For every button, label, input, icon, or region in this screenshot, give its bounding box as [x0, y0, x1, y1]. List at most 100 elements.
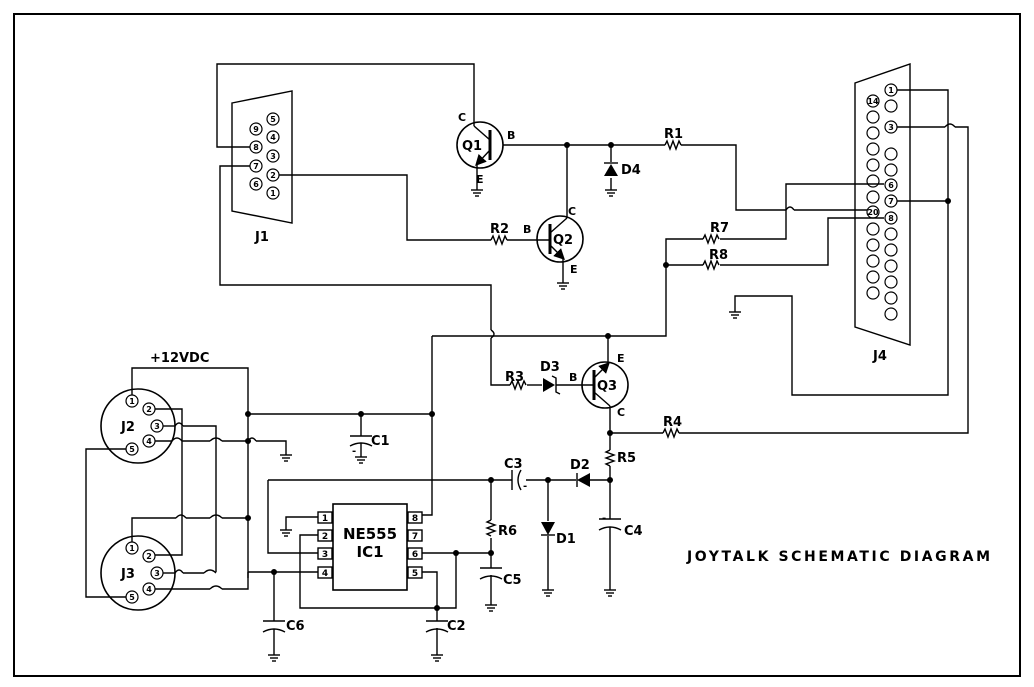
- j1-pin-5: 5: [266, 112, 280, 126]
- svg-text:4: 4: [270, 133, 276, 142]
- r6-label: R6: [498, 524, 517, 539]
- junctions: [245, 142, 951, 611]
- connector-j1: 5 9 4 8 3 7 2 6 1 J1: [231, 90, 293, 245]
- svg-text:3: 3: [888, 123, 894, 132]
- j4-pin-1: 1: [884, 83, 898, 97]
- svg-text:5: 5: [129, 445, 135, 454]
- svg-text:8: 8: [888, 214, 894, 223]
- r2-symbol: [490, 234, 508, 246]
- j2-pin-4: 4: [142, 434, 156, 448]
- j3-label: J3: [120, 567, 135, 582]
- r5-label: R5: [617, 451, 636, 466]
- c2-label: C2: [447, 619, 466, 634]
- d2-symbol: [576, 473, 590, 487]
- svg-text:7: 7: [253, 162, 259, 171]
- ic-pin-5: 5: [412, 569, 418, 579]
- j2-pin-3: 3: [150, 419, 164, 433]
- ic-pin-7: 7: [412, 532, 418, 542]
- transistor-q2: Q2 C B E: [523, 205, 584, 276]
- ic-ref: IC1: [356, 543, 383, 561]
- r2-label: R2: [490, 222, 509, 237]
- ic-pin-4: 4: [322, 569, 328, 579]
- svg-text:5: 5: [270, 115, 276, 124]
- ic-pin-3: 3: [322, 550, 328, 560]
- q3-collector-label: C: [617, 406, 625, 419]
- j3-pin-5: 5: [125, 590, 139, 604]
- svg-text:4: 4: [146, 585, 152, 594]
- d2-label: D2: [570, 458, 590, 473]
- q1-label: Q1: [462, 139, 482, 154]
- j2-pin-1: 1: [125, 394, 139, 408]
- c2-symbol: [425, 620, 449, 633]
- svg-text:3: 3: [270, 152, 276, 161]
- r5-symbol: [604, 449, 616, 467]
- j3-pin-1: 1: [125, 541, 139, 555]
- ic-pin-2: 2: [322, 532, 328, 542]
- q1-emitter-label: E: [476, 173, 484, 186]
- diagram-border: [13, 13, 1021, 677]
- svg-text:4: 4: [146, 437, 152, 446]
- r3-label: R3: [505, 370, 524, 385]
- svg-text:6: 6: [888, 181, 894, 190]
- c4-symbol: -: [598, 513, 622, 531]
- c3-symbol: -: [511, 469, 527, 492]
- svg-text:9: 9: [253, 125, 259, 134]
- q1-collector-label: C: [458, 111, 466, 124]
- q3-label: Q3: [597, 379, 617, 394]
- j1-pin-9: 9: [249, 122, 263, 136]
- j4-pin-14: 14: [866, 94, 880, 108]
- j4-label: J4: [872, 349, 887, 364]
- q3-base-label: B: [569, 371, 577, 384]
- svg-text:-: -: [352, 446, 356, 457]
- j4-pin-20: 20: [866, 205, 880, 219]
- svg-text:3: 3: [154, 422, 160, 431]
- capacitors: - - -: [262, 435, 622, 633]
- c6-label: C6: [286, 619, 305, 634]
- j3-pin-2: 2: [142, 549, 156, 563]
- svg-text:8: 8: [253, 143, 259, 152]
- r8-symbol: [702, 259, 720, 271]
- q2-label: Q2: [553, 233, 573, 248]
- c1-label: C1: [371, 434, 390, 449]
- j1-pin-1: 1: [266, 186, 280, 200]
- j1-pin-2: 2: [266, 168, 280, 182]
- svg-text:1: 1: [129, 397, 135, 406]
- svg-text:1: 1: [129, 544, 135, 553]
- d3-symbol: [543, 375, 561, 395]
- svg-text:7: 7: [888, 197, 894, 206]
- j4-pin-8: 8: [884, 211, 898, 225]
- ic-ne555: NE555 IC1 1 2 3 4 5 6 7 8: [317, 503, 423, 591]
- c5-label: C5: [503, 573, 522, 588]
- j4-pin-3: 3: [884, 120, 898, 134]
- r7-symbol: [702, 233, 720, 245]
- j1-pin-8: 8: [249, 140, 263, 154]
- c1-symbol: -: [349, 435, 373, 457]
- j3-pin-3: 3: [150, 566, 164, 580]
- r1-symbol: [664, 139, 682, 151]
- r4-symbol: [662, 427, 680, 439]
- q2-base-label: B: [523, 223, 531, 236]
- diagram-title: JOYTALK SCHEMATIC DIAGRAM: [686, 549, 993, 565]
- q1-base-label: B: [507, 129, 515, 142]
- j1-pin-3: 3: [266, 149, 280, 163]
- r8-label: R8: [709, 248, 728, 263]
- svg-text:20: 20: [867, 208, 879, 217]
- d1-symbol: [541, 522, 555, 536]
- svg-text:-: -: [602, 513, 606, 524]
- svg-text:3: 3: [154, 569, 160, 578]
- svg-text:5: 5: [129, 593, 135, 602]
- diodes: [541, 162, 618, 536]
- svg-text:2: 2: [270, 171, 276, 180]
- transistor-q1: Q1 C B E: [456, 111, 515, 186]
- svg-text:2: 2: [146, 552, 152, 561]
- j3-pin-4: 4: [142, 582, 156, 596]
- ic-pin-6: 6: [412, 550, 418, 560]
- svg-text:1: 1: [888, 86, 894, 95]
- component-labels: R1 R2 R3 R4 R5 R6 R7 R8 D1 D2 D3 D4 C1 C…: [150, 127, 729, 634]
- q2-collector-label: C: [568, 205, 576, 218]
- d4-label: D4: [621, 163, 641, 178]
- r7-label: R7: [710, 221, 729, 236]
- ic-pin-1: 1: [322, 514, 328, 524]
- j2-pin-2: 2: [142, 402, 156, 416]
- c3-label: C3: [504, 457, 523, 472]
